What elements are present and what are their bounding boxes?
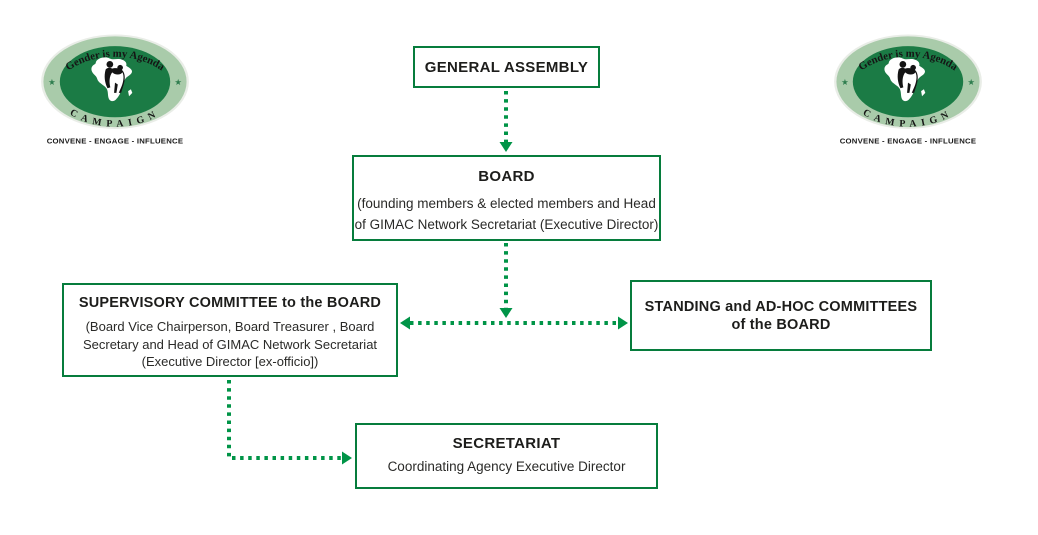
arrow-right-icon	[618, 316, 628, 330]
arrow-right-icon	[342, 451, 352, 465]
box-standing-adhoc-committees: STANDING and AD-HOC COMMITTEES of the BO…	[630, 280, 932, 351]
mother-child-figure-icon	[104, 61, 125, 93]
mother-child-figure-icon	[897, 61, 918, 93]
supervisory-committee-title: SUPERVISORY COMMITTEE to the BOARD	[78, 295, 382, 311]
box-board: BOARD (founding members & elected member…	[352, 155, 661, 241]
supervisory-committee-description: (Board Vice Chairperson, Board Treasurer…	[82, 319, 378, 369]
arrow-left-icon	[400, 316, 410, 330]
connector-supervisory-standing	[400, 316, 628, 330]
arrow-down-icon	[499, 142, 513, 152]
star-icon: ★	[967, 77, 975, 87]
gimac-logo-right: Gender is my Agenda CAMPAIGN ★ ★ CONVENE…	[834, 34, 982, 145]
board-title: BOARD	[478, 168, 535, 185]
box-supervisory-committee: SUPERVISORY COMMITTEE to the BOARD (Boar…	[62, 283, 398, 377]
star-icon: ★	[48, 77, 56, 87]
standing-committees-title: STANDING and AD-HOC COMMITTEES of the BO…	[644, 298, 918, 333]
secretariat-description: Coordinating Agency Executive Director	[387, 459, 626, 474]
star-icon: ★	[841, 77, 849, 87]
board-description: (founding members & elected members and …	[354, 196, 659, 232]
logo-tagline: CONVENE - ENGAGE - INFLUENCE	[840, 136, 977, 145]
general-assembly-title: GENERAL ASSEMBLY	[424, 58, 589, 76]
connector-assembly-to-board	[499, 91, 513, 152]
logo-tagline: CONVENE - ENGAGE - INFLUENCE	[47, 136, 184, 145]
box-general-assembly: GENERAL ASSEMBLY	[413, 46, 600, 88]
arrow-down-icon	[499, 308, 513, 318]
star-icon: ★	[174, 77, 182, 87]
connector-board-to-committees	[499, 243, 513, 318]
connector-supervisory-to-secretariat	[227, 380, 352, 465]
madagascar-icon	[128, 89, 133, 97]
madagascar-icon	[921, 89, 926, 97]
box-secretariat: SECRETARIAT Coordinating Agency Executiv…	[355, 423, 658, 489]
gimac-logo-left: Gender is my Agenda CAMPAIGN ★ ★ CONVENE…	[41, 34, 189, 145]
secretariat-title: SECRETARIAT	[452, 435, 561, 452]
